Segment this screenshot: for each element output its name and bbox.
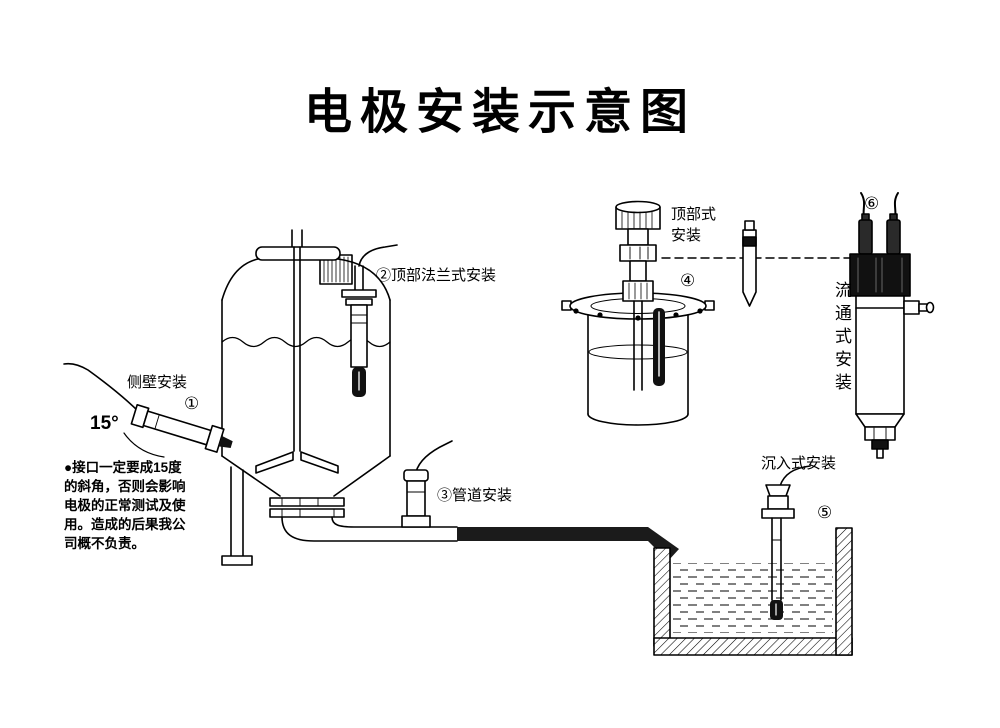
flow-cell-body	[855, 295, 905, 415]
pipe-run-dark	[457, 527, 679, 561]
warning-note-line: 用。造成的后果我公	[64, 517, 186, 532]
label-top-type-install-line2: 安装	[671, 227, 702, 244]
warning-note-line: 的斜角，否则会影响	[64, 479, 186, 494]
reaction-tank	[221, 229, 391, 566]
label-side-wall-install: 侧壁安装	[127, 374, 188, 391]
page-title: 电极安装示意图	[303, 86, 696, 139]
agitator-blade-right	[300, 451, 339, 474]
label-top-type-install-line1: 顶部式	[671, 206, 717, 223]
marker-1: ①	[184, 394, 200, 413]
flow-cell-side-port	[903, 300, 935, 315]
tank-neck-flange	[255, 246, 341, 261]
marker-5: ⑤	[817, 503, 833, 522]
side-wall-electrode	[63, 362, 233, 458]
label-top-flange-install: ②顶部法兰式安装	[376, 267, 497, 284]
warning-note-line: 电极的正常测试及使	[64, 498, 186, 513]
electrode-cable	[415, 440, 453, 473]
top-flange-electrode	[341, 244, 398, 397]
warning-note-line: 司概不负责。	[64, 536, 145, 551]
pit-water	[673, 563, 833, 633]
lid-mounting-assembly	[615, 200, 661, 302]
electrode-cable	[358, 244, 398, 267]
label-angle-15deg: 15°	[90, 413, 119, 434]
marker-4: ④	[680, 271, 696, 290]
submerged-electrode	[761, 465, 811, 620]
label-pipeline-install: ③管道安装	[437, 487, 513, 504]
flow-through-cell	[849, 192, 935, 459]
electrode-cable	[779, 465, 811, 487]
pipeline-electrode	[401, 440, 453, 528]
angle-arc	[123, 432, 165, 458]
tank-support-leg	[221, 466, 253, 566]
outlet-pipe	[281, 516, 458, 542]
marker-6: ⑥	[864, 194, 880, 213]
sump-pit	[653, 527, 853, 656]
agitator-blade-left	[255, 451, 294, 474]
warning-note: ●接口一定要成15度 的斜角，否则会影响 电极的正常测试及使 用。造成的后果我公…	[64, 458, 204, 553]
spare-electrode-probe	[742, 220, 757, 307]
tank-outlet-flange	[269, 497, 345, 518]
top-mount-vessel	[561, 200, 715, 426]
label-flow-through-install: 流通式安装	[832, 281, 851, 396]
warning-note-line: ●接口一定要成15度	[64, 460, 182, 475]
electrode-cable	[63, 362, 141, 414]
label-submerged-install: 沉入式安装	[761, 455, 837, 472]
